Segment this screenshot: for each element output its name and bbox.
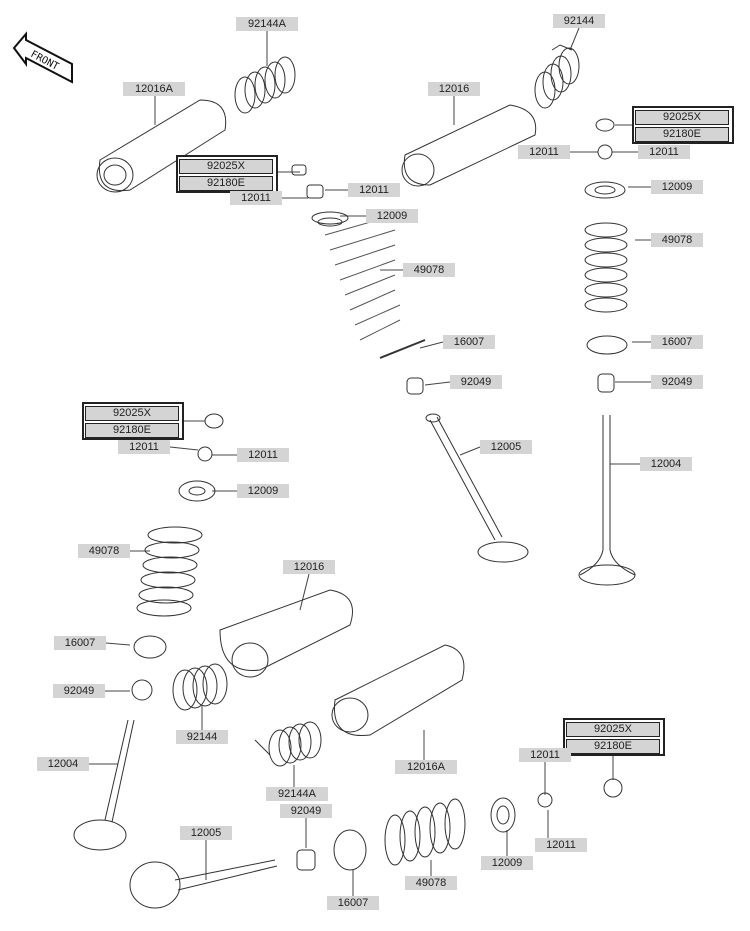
part-label[interactable]: 12016A <box>395 760 457 774</box>
part-label[interactable]: 92144 <box>553 14 605 28</box>
part-label[interactable]: 12011 <box>237 448 289 462</box>
part-label[interactable]: 16007 <box>443 335 495 349</box>
part-label[interactable]: 92025X <box>85 406 179 421</box>
part-label[interactable]: 12005 <box>480 440 532 454</box>
part-label[interactable]: 92144 <box>176 730 228 744</box>
part-label[interactable]: 92144A <box>266 787 328 801</box>
part-label[interactable]: 49078 <box>78 544 130 558</box>
part-label[interactable]: 16007 <box>327 896 379 910</box>
part-label[interactable]: 12009 <box>237 484 289 498</box>
part-label[interactable]: 12016 <box>283 560 335 574</box>
part-label[interactable]: 92025X <box>179 159 273 174</box>
part-label-group: 92025X 92180E <box>176 155 278 193</box>
part-shapes <box>73 44 636 909</box>
part-label[interactable]: 92049 <box>651 375 703 389</box>
part-label[interactable]: 12016A <box>123 82 185 96</box>
part-label[interactable]: 92180E <box>635 127 729 142</box>
spring-49078-right <box>584 222 628 313</box>
part-label[interactable]: 92180E <box>179 176 273 191</box>
spring-92144A <box>234 56 296 114</box>
part-label[interactable]: 12011 <box>118 440 170 454</box>
part-label[interactable]: 12011 <box>519 748 571 762</box>
part-label[interactable]: 12004 <box>640 457 692 471</box>
part-label-group: 92025X 92180E <box>82 402 184 440</box>
part-label[interactable]: 49078 <box>651 233 703 247</box>
front-arrow-icon: FRONT <box>12 28 74 93</box>
part-label[interactable]: 92180E <box>566 739 660 754</box>
part-label[interactable]: 12009 <box>651 180 703 194</box>
part-label[interactable]: 12016 <box>428 82 480 96</box>
spring-92144A-bottom <box>254 721 322 767</box>
part-label[interactable]: 12011 <box>230 191 282 205</box>
part-label[interactable]: 92025X <box>566 722 660 737</box>
part-label-group: 92025X 92180E <box>563 718 665 756</box>
part-label[interactable]: 12011 <box>638 145 690 159</box>
spring-49078-bottom <box>384 798 466 866</box>
part-label[interactable]: 49078 <box>405 876 457 890</box>
part-label[interactable]: 92049 <box>280 804 332 818</box>
part-label[interactable]: 12004 <box>37 757 89 771</box>
spring-92144-bottom <box>172 663 228 711</box>
part-label[interactable]: 16007 <box>651 335 703 349</box>
spring-49078-left <box>136 526 203 617</box>
spring-49078-center <box>324 214 401 341</box>
spring-92144 <box>534 44 580 109</box>
part-label[interactable]: 12009 <box>366 209 418 223</box>
part-label[interactable]: 12009 <box>481 856 533 870</box>
part-label[interactable]: 92049 <box>450 375 502 389</box>
part-label[interactable]: 92144A <box>236 17 298 31</box>
part-label[interactable]: 12011 <box>518 145 570 159</box>
part-label[interactable]: 92049 <box>53 684 105 698</box>
part-label[interactable]: 12011 <box>535 838 587 852</box>
leader-lines <box>89 27 651 896</box>
part-label[interactable]: 49078 <box>403 263 455 277</box>
part-label[interactable]: 92180E <box>85 423 179 438</box>
part-label[interactable]: 16007 <box>54 636 106 650</box>
part-label[interactable]: 12011 <box>348 183 400 197</box>
part-label-group: 92025X 92180E <box>632 106 734 144</box>
part-label[interactable]: 12005 <box>180 826 232 840</box>
part-label[interactable]: 92025X <box>635 110 729 125</box>
